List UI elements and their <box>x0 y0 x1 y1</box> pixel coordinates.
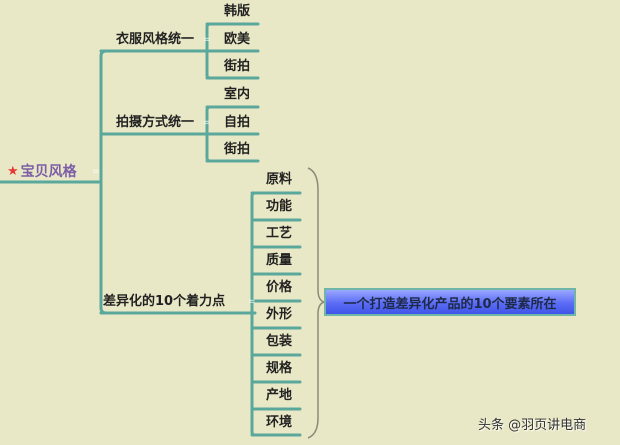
leaf-selfie[interactable]: 自拍 <box>224 115 251 130</box>
star-icon: ★ <box>7 163 19 179</box>
collapse-handle[interactable]: = <box>92 167 100 177</box>
collapse-handle[interactable]: = <box>248 297 256 307</box>
leaf-material[interactable]: 原料 <box>266 172 293 187</box>
collapse-handle[interactable]: = <box>203 35 211 45</box>
leaf-street-snap-2[interactable]: 街拍 <box>224 142 251 157</box>
summary-node[interactable]: 一个打造差异化产品的10个要素所在 <box>324 288 576 316</box>
branch-clothing-style[interactable]: 衣服风格统一 <box>116 32 195 47</box>
leaf-craft[interactable]: 工艺 <box>266 226 293 241</box>
root-label: 宝贝风格 <box>20 164 77 180</box>
collapse-handle[interactable]: = <box>203 118 211 128</box>
brace <box>307 167 327 439</box>
leaf-function[interactable]: 功能 <box>266 199 293 214</box>
leaf-price[interactable]: 价格 <box>266 280 293 295</box>
watermark: 头条 @羽页讲电商 <box>478 418 587 433</box>
leaf-origin[interactable]: 产地 <box>266 388 293 403</box>
leaf-environment[interactable]: 环境 <box>266 415 293 430</box>
leaf-street-snap[interactable]: 街拍 <box>224 59 251 74</box>
leaf-western[interactable]: 欧美 <box>224 32 251 47</box>
leaf-korean[interactable]: 韩版 <box>224 4 251 19</box>
branch-differentiation-points[interactable]: 差异化的10个着力点 <box>103 294 226 309</box>
branch-shooting-method[interactable]: 拍摄方式统一 <box>116 115 195 130</box>
leaf-specification[interactable]: 规格 <box>266 361 293 376</box>
root-node[interactable]: ★ 宝贝风格 <box>7 161 77 181</box>
leaf-indoor[interactable]: 室内 <box>224 87 251 102</box>
leaf-appearance[interactable]: 外形 <box>266 307 293 322</box>
summary-label: 一个打造差异化产品的10个要素所在 <box>343 296 557 312</box>
leaf-packaging[interactable]: 包装 <box>266 334 293 349</box>
leaf-quality[interactable]: 质量 <box>266 253 293 268</box>
